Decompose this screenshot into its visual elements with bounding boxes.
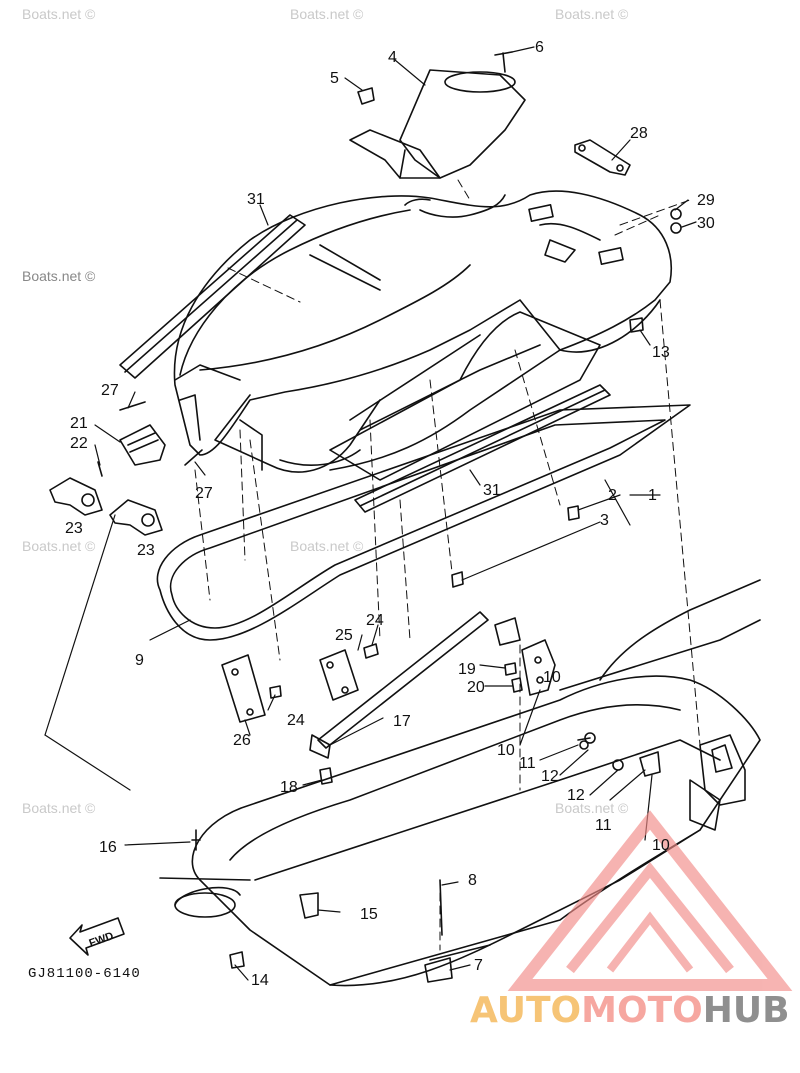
part-label-29: 29 [697,192,715,209]
watermark: Boats.net © [555,800,629,816]
part-label-2: 2 [608,487,617,504]
brand-part-1: AUTO [470,990,582,1031]
part-label-27: 27 [195,485,213,502]
part-label-23: 23 [65,520,83,537]
leader-lines [44,46,697,981]
part-label-27: 27 [101,382,119,399]
part-label-5: 5 [330,70,339,87]
part-label-10: 10 [543,669,561,686]
hinge-21 [119,424,166,466]
part-label-10: 10 [652,837,670,854]
part-label-20: 20 [467,679,485,696]
svg-text:FWD: FWD [88,930,116,950]
part-label-8: 8 [468,872,477,889]
part-label-17: 17 [393,713,411,730]
part-label-10: 10 [497,742,515,759]
seal-ring-9 [156,404,691,641]
hull-deck [159,579,761,987]
part-label-21: 21 [70,415,88,432]
brand-part-3: HUB [702,990,790,1031]
brand-part-2: MOTO [581,990,703,1031]
fasteners [97,51,682,983]
hood-cover [173,190,672,473]
rear-bracket [689,734,746,831]
part-label-12: 12 [567,787,585,804]
part-label-4: 4 [388,49,397,66]
part-label-24: 24 [366,612,384,629]
part-label-7: 7 [474,957,483,974]
part-label-23: 23 [137,542,155,559]
bracket-28 [574,139,631,176]
seal-strip-31-left [119,214,306,379]
assembly-lines [194,179,701,951]
catalog-code: GJ81100-6140 [28,966,141,982]
part-label-24: 24 [287,712,305,729]
part-label-31: 31 [483,482,501,499]
part-label-19: 19 [458,661,476,678]
part-label-31: 31 [247,191,265,208]
watermark: Boats.net © [290,6,364,22]
part-label-11: 11 [519,755,536,772]
watermark: Boats.net © [290,538,364,554]
watermark: Boats.net © [22,268,96,284]
bracket-10 [521,639,556,696]
fwd-arrow: FWD [69,917,125,956]
part-label-16: 16 [99,839,117,856]
automotohub-logo [507,810,793,991]
part-label-3: 3 [600,512,609,529]
part-label-1: 1 [648,487,657,504]
part-label-18: 18 [280,779,298,796]
stay-rod-17 [309,611,521,759]
brand-wordmark: AUTOMOTOHUB [470,990,790,1031]
watermark: Boats.net © [22,800,96,816]
part-label-11: 11 [595,817,612,834]
hook-23-right [109,499,163,536]
watermark: Boats.net © [22,538,96,554]
part-labels: 1234567891010101111121213141516171819202… [65,39,715,989]
hook-23-left [49,477,103,516]
watermark: Boats.net © [555,6,629,22]
plate-26 [221,654,266,723]
storage-deck [329,311,601,481]
part-label-6: 6 [535,39,544,56]
part-label-14: 14 [251,972,269,989]
part-label-13: 13 [652,344,670,361]
part-label-9: 9 [135,652,144,669]
part-label-25: 25 [335,627,353,644]
part-label-28: 28 [630,125,648,142]
part-label-12: 12 [541,768,559,785]
watermark: Boats.net © [22,6,96,22]
plate-25 [319,649,359,701]
steering-pole-cover [349,69,526,179]
part-label-26: 26 [233,732,251,749]
part-label-22: 22 [70,435,88,452]
part-label-15: 15 [360,906,378,923]
part-label-30: 30 [697,215,715,232]
